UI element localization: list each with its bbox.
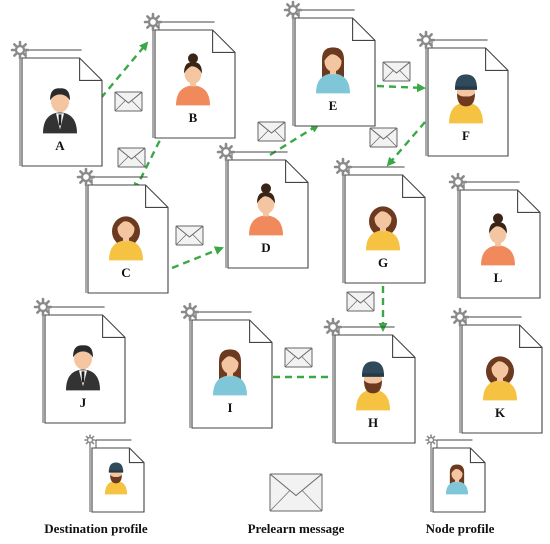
node-label: E — [329, 98, 338, 113]
woman-bun-avatar-icon — [176, 53, 210, 106]
message-envelope-icon — [284, 347, 313, 368]
gear-icon — [84, 434, 96, 446]
gear-icon — [448, 172, 468, 192]
woman-bun-avatar-icon — [249, 183, 283, 236]
gear-icon — [180, 302, 200, 322]
edge-f-g — [386, 121, 426, 167]
node-profile-l: L — [448, 172, 541, 299]
gear-icon — [333, 157, 353, 177]
nodes-layer: A B C D E F G H I J K L — [10, 0, 543, 444]
message-envelope-icon — [175, 225, 204, 246]
legend-node-label: Node profile — [426, 521, 495, 536]
woman-long-hair-avatar-icon — [213, 349, 247, 396]
node-label: B — [189, 110, 198, 125]
message-envelope-icon — [346, 291, 375, 312]
woman-bun-avatar-icon — [481, 213, 515, 266]
node-profile-e: E — [283, 0, 376, 127]
node-profile-i: I — [180, 302, 273, 429]
woman-curly-avatar-icon — [109, 216, 143, 261]
edge-d-e — [269, 123, 320, 157]
man-suit-avatar-icon — [66, 345, 100, 391]
node-profile-a: A — [10, 40, 103, 167]
gear-icon — [283, 0, 303, 20]
node-label: H — [368, 415, 378, 430]
node-profile-c: C — [76, 167, 169, 294]
node-profile-g: G — [333, 157, 426, 284]
edge-c-d — [171, 246, 224, 270]
node-label: G — [378, 255, 388, 270]
gear-icon — [416, 30, 436, 50]
node-label: A — [55, 138, 65, 153]
man-beanie-beard-avatar-icon — [449, 74, 483, 124]
node-label: I — [227, 400, 232, 415]
edge-a-b — [100, 41, 149, 99]
gear-icon — [33, 297, 53, 317]
gear-icon — [216, 142, 236, 162]
node-label: L — [494, 270, 503, 285]
legend: Destination profile Prelearn message Nod… — [44, 434, 495, 536]
node-label: K — [495, 405, 506, 420]
gear-icon — [76, 167, 96, 187]
message-envelope-icon — [382, 61, 411, 82]
node-profile-d: D — [216, 142, 309, 269]
legend-envelope-icon — [269, 473, 323, 512]
legend-destination-label: Destination profile — [44, 521, 148, 536]
man-beanie-beard-avatar-icon — [356, 361, 390, 411]
gear-icon — [425, 434, 437, 446]
edge-e-f — [376, 83, 426, 93]
node-profile-f: F — [416, 30, 509, 157]
legend-node-profile-icon — [425, 434, 486, 513]
edges-layer — [100, 41, 426, 382]
message-envelope-icon — [257, 121, 286, 142]
node-label: F — [462, 128, 470, 143]
gear-icon — [450, 307, 470, 327]
node-profile-h: H — [323, 317, 416, 444]
woman-long-hair-avatar-icon — [445, 464, 469, 495]
node-profile-k: K — [450, 307, 543, 434]
message-envelope-icon — [369, 127, 398, 148]
message-envelope-icon — [114, 91, 143, 112]
node-profile-b: B — [143, 12, 236, 139]
node-label: J — [80, 395, 87, 410]
man-beanie-beard-avatar-icon — [104, 462, 128, 495]
message-envelope-icon — [117, 147, 146, 168]
woman-curly-avatar-icon — [366, 206, 400, 251]
woman-long-hair-avatar-icon — [316, 47, 350, 94]
legend-message-label: Prelearn message — [248, 521, 345, 536]
gear-icon — [323, 317, 343, 337]
node-profile-j: J — [33, 297, 126, 424]
woman-curly-avatar-icon — [483, 356, 517, 401]
gear-icon — [143, 12, 163, 32]
node-label: D — [261, 240, 270, 255]
legend-destination-profile-icon — [84, 434, 145, 513]
node-label: C — [121, 265, 130, 280]
gear-icon — [10, 40, 30, 60]
man-suit-avatar-icon — [43, 88, 77, 134]
